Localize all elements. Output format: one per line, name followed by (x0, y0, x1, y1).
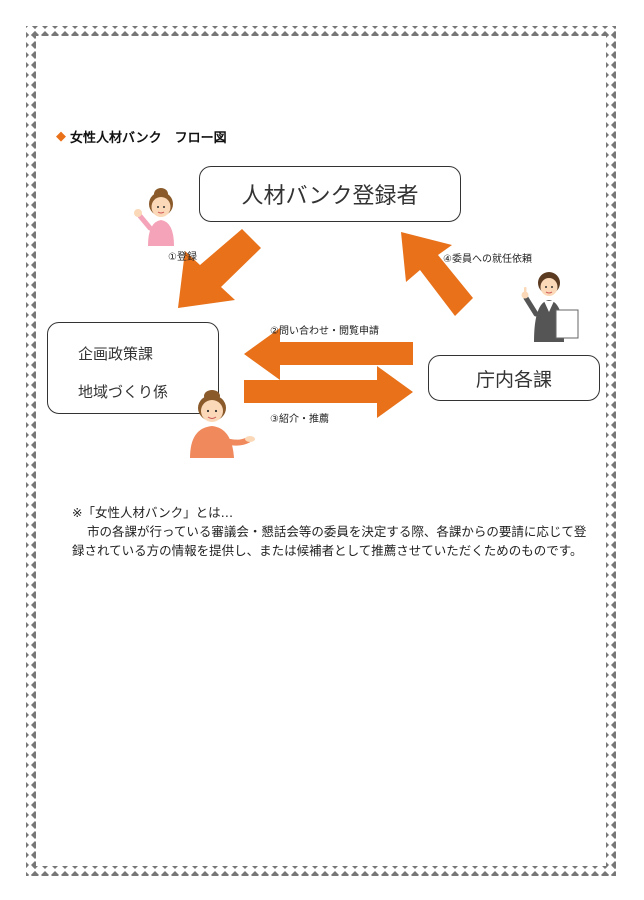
step2-label: ②問い合わせ・閲覧申請 (270, 326, 379, 337)
division-box: 企画政策課 地域づくり係 (47, 322, 219, 414)
page-title-text: 女性人材バンク フロー図 (70, 131, 227, 146)
departments-box: 庁内各課 (428, 355, 600, 401)
step1-label: ①登録 (168, 252, 197, 263)
registrant-label: 人材バンク登録者 (241, 184, 419, 209)
step3-label: ③紹介・推薦 (270, 414, 329, 425)
diamond-bullet-icon: ◆ (56, 129, 66, 144)
registrant-person-icon (134, 188, 174, 246)
step4-label: ④委員への就任依頼 (443, 254, 532, 265)
page-title: ◆ 女性人材バンク フロー図 (56, 127, 227, 146)
registrant-box: 人材バンク登録者 (199, 166, 461, 222)
note-section: ※「女性人材バンク」とは… 市の各課が行っている審議会・懇話会等の委員を決定する… (72, 503, 592, 560)
coordinator-person-icon (190, 390, 255, 458)
note-body: 市の各課が行っている審議会・懇話会等の委員を決定する際、各課からの要請に応じて登… (72, 524, 587, 558)
staff-person-icon (521, 272, 579, 342)
note-heading: ※「女性人材バンク」とは… (72, 505, 234, 520)
departments-label: 庁内各課 (475, 368, 552, 391)
section-name: 地域づくり係 (78, 383, 169, 401)
division-name: 企画政策課 (78, 345, 154, 363)
